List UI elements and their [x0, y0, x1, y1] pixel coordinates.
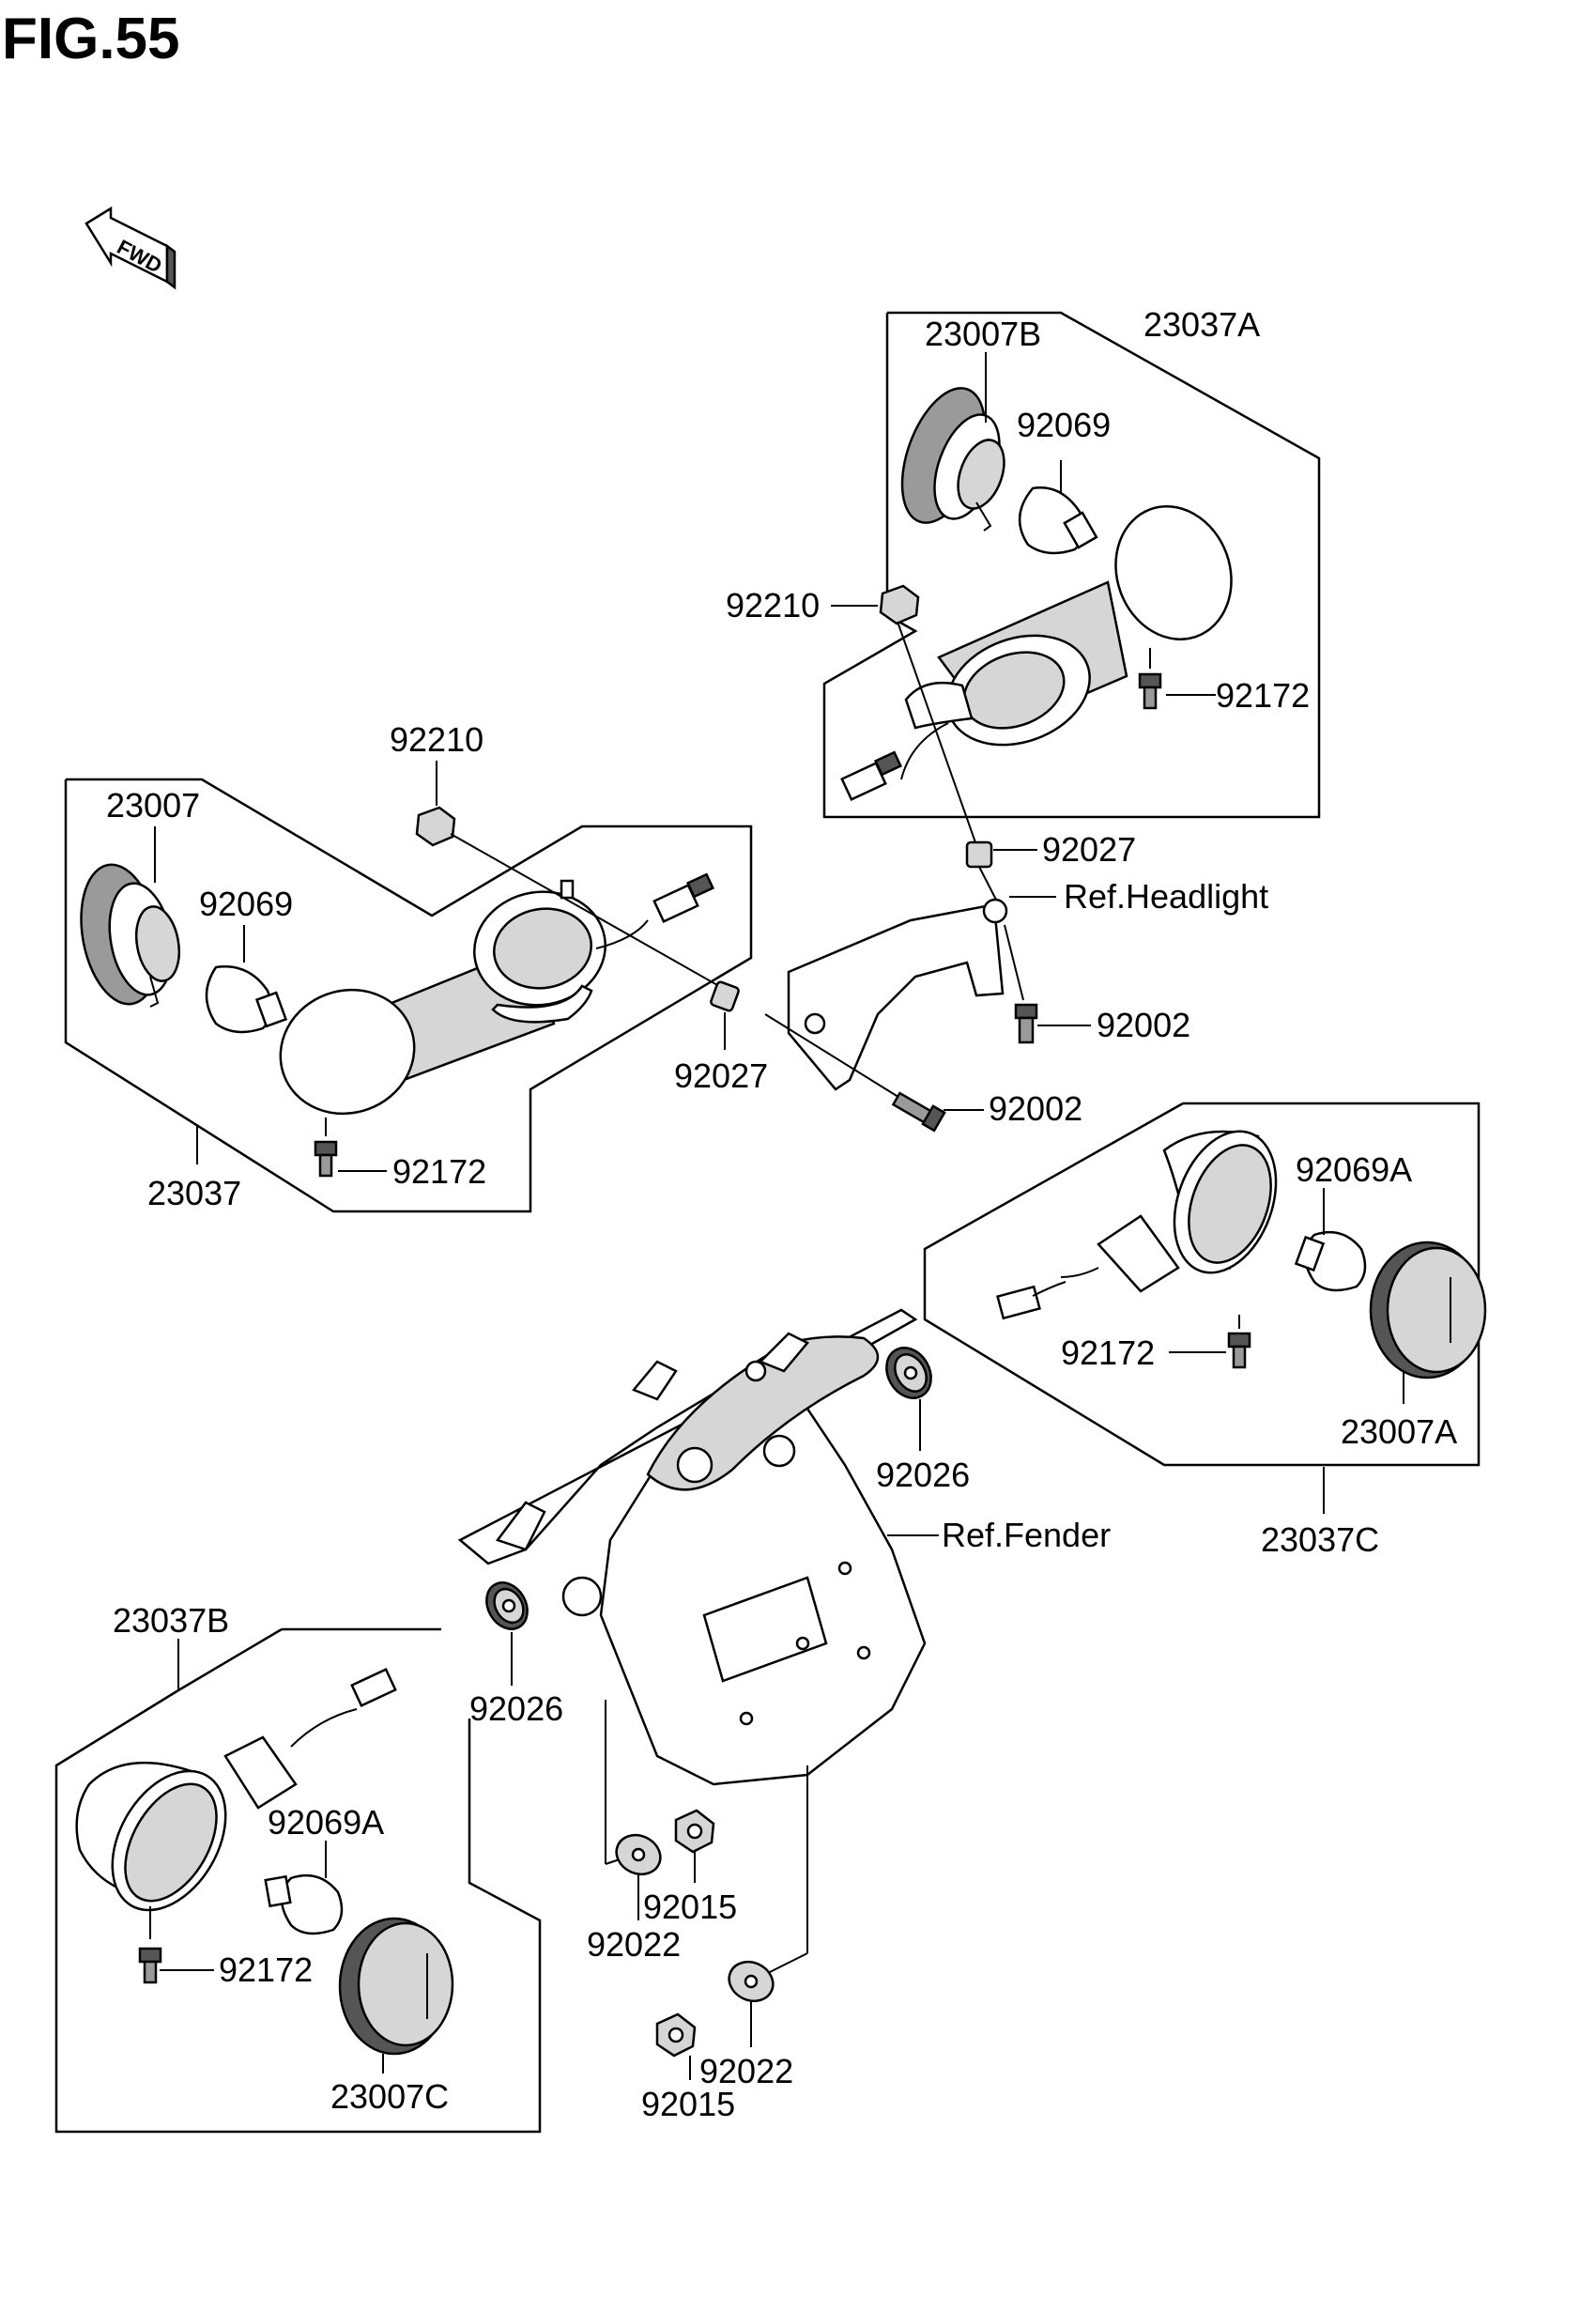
nut-92210-left-icon [415, 806, 733, 994]
label-23007B: 23007B [925, 315, 1041, 353]
bulb-92069A-left-icon [264, 1873, 344, 1935]
rear-fender-icon [457, 1308, 927, 1786]
bulb-92069A-right-icon [1294, 1230, 1367, 1292]
label-92022-b: 92022 [699, 2052, 793, 2090]
label-92210-top: 92210 [726, 586, 820, 624]
label-92172-bl: 92172 [219, 1950, 313, 1989]
label-23037B: 23037B [113, 1601, 229, 1640]
label-92027-left: 92027 [674, 1056, 768, 1095]
bolt-92002-a-icon [1014, 1003, 1038, 1044]
bulb-92069-top-icon [1018, 486, 1098, 555]
nut-92015-a-icon [674, 1809, 715, 1854]
turn-signal-assembly-23037 [64, 778, 753, 1213]
label-92026-right: 92026 [876, 1456, 970, 1494]
label-92027-top: 92027 [1042, 830, 1136, 869]
label-92069A-right: 92069A [1296, 1150, 1412, 1189]
label-92026-left: 92026 [469, 1689, 563, 1728]
bulb-92069-left-icon [205, 965, 288, 1034]
washer-92022-a-icon [615, 1833, 662, 1876]
label-92069-left: 92069 [199, 885, 293, 923]
label-92172-top: 92172 [1216, 676, 1310, 715]
label-23007A: 23007A [1341, 1412, 1457, 1451]
label-ref-headlight: Ref.Headlight [1064, 877, 1268, 916]
lens-23007A-icon [1369, 1241, 1487, 1379]
figure-title: FIG.55 [2, 7, 180, 71]
nut-92210-top-icon [879, 584, 977, 846]
label-92002-b: 92002 [989, 1089, 1082, 1128]
label-92172-right: 92172 [1061, 1333, 1155, 1372]
lamp-socket-23007-icon [80, 863, 181, 1008]
leader-fender-d [769, 1952, 808, 1973]
label-23037C: 23037C [1261, 1520, 1379, 1559]
turn-signal-body-left-icon [75, 1668, 397, 1912]
label-23007: 23007 [106, 786, 200, 825]
turn-signal-body-right-icon [996, 1130, 1278, 1320]
turn-signal-housing-left-icon [279, 872, 715, 1116]
label-23037: 23037 [147, 1174, 241, 1212]
screw-92172-bl-icon [138, 1906, 162, 1984]
screw-92172-left-icon [314, 1117, 338, 1178]
screw-92172-top-icon [1138, 648, 1162, 710]
bolt-92002-b-icon [764, 1013, 946, 1133]
turn-signal-assembly-23037A [822, 311, 1321, 846]
label-92172-left: 92172 [392, 1152, 486, 1191]
turn-signal-assembly-23037C [923, 1102, 1487, 1467]
turn-signal-assembly-23037B [54, 1627, 542, 2134]
label-92210-left: 92210 [390, 720, 483, 759]
headlight-bracket-icon [787, 898, 1024, 1091]
label-23007C: 23007C [330, 2077, 449, 2116]
fwd-arrow-icon: FWD [84, 206, 176, 290]
nut-92015-b-icon [655, 2012, 697, 2058]
turn-signal-housing-top-icon [840, 505, 1233, 801]
label-92015-a: 92015 [643, 1888, 737, 1926]
screw-92172-right-icon [1227, 1315, 1251, 1369]
label-92002-a: 92002 [1097, 1006, 1190, 1044]
lens-23007C-icon [338, 1917, 454, 2056]
label-ref-fender: Ref.Fender [942, 1516, 1111, 1554]
grommet-92026-right-icon [885, 1347, 932, 1399]
label-23037A: 23037A [1143, 305, 1260, 344]
grommet-92026-left-icon [485, 1581, 529, 1630]
spacer-92027-left-icon [710, 980, 740, 1012]
spacer-92027-top-icon [965, 840, 998, 902]
label-92015-b: 92015 [641, 2085, 735, 2123]
label-92069-top: 92069 [1017, 406, 1111, 444]
label-92069A-left: 92069A [268, 1803, 384, 1842]
lamp-socket-23007B-icon [900, 387, 1005, 532]
washer-92022-b-icon [728, 1960, 775, 2003]
label-92022-a: 92022 [587, 1925, 681, 1964]
